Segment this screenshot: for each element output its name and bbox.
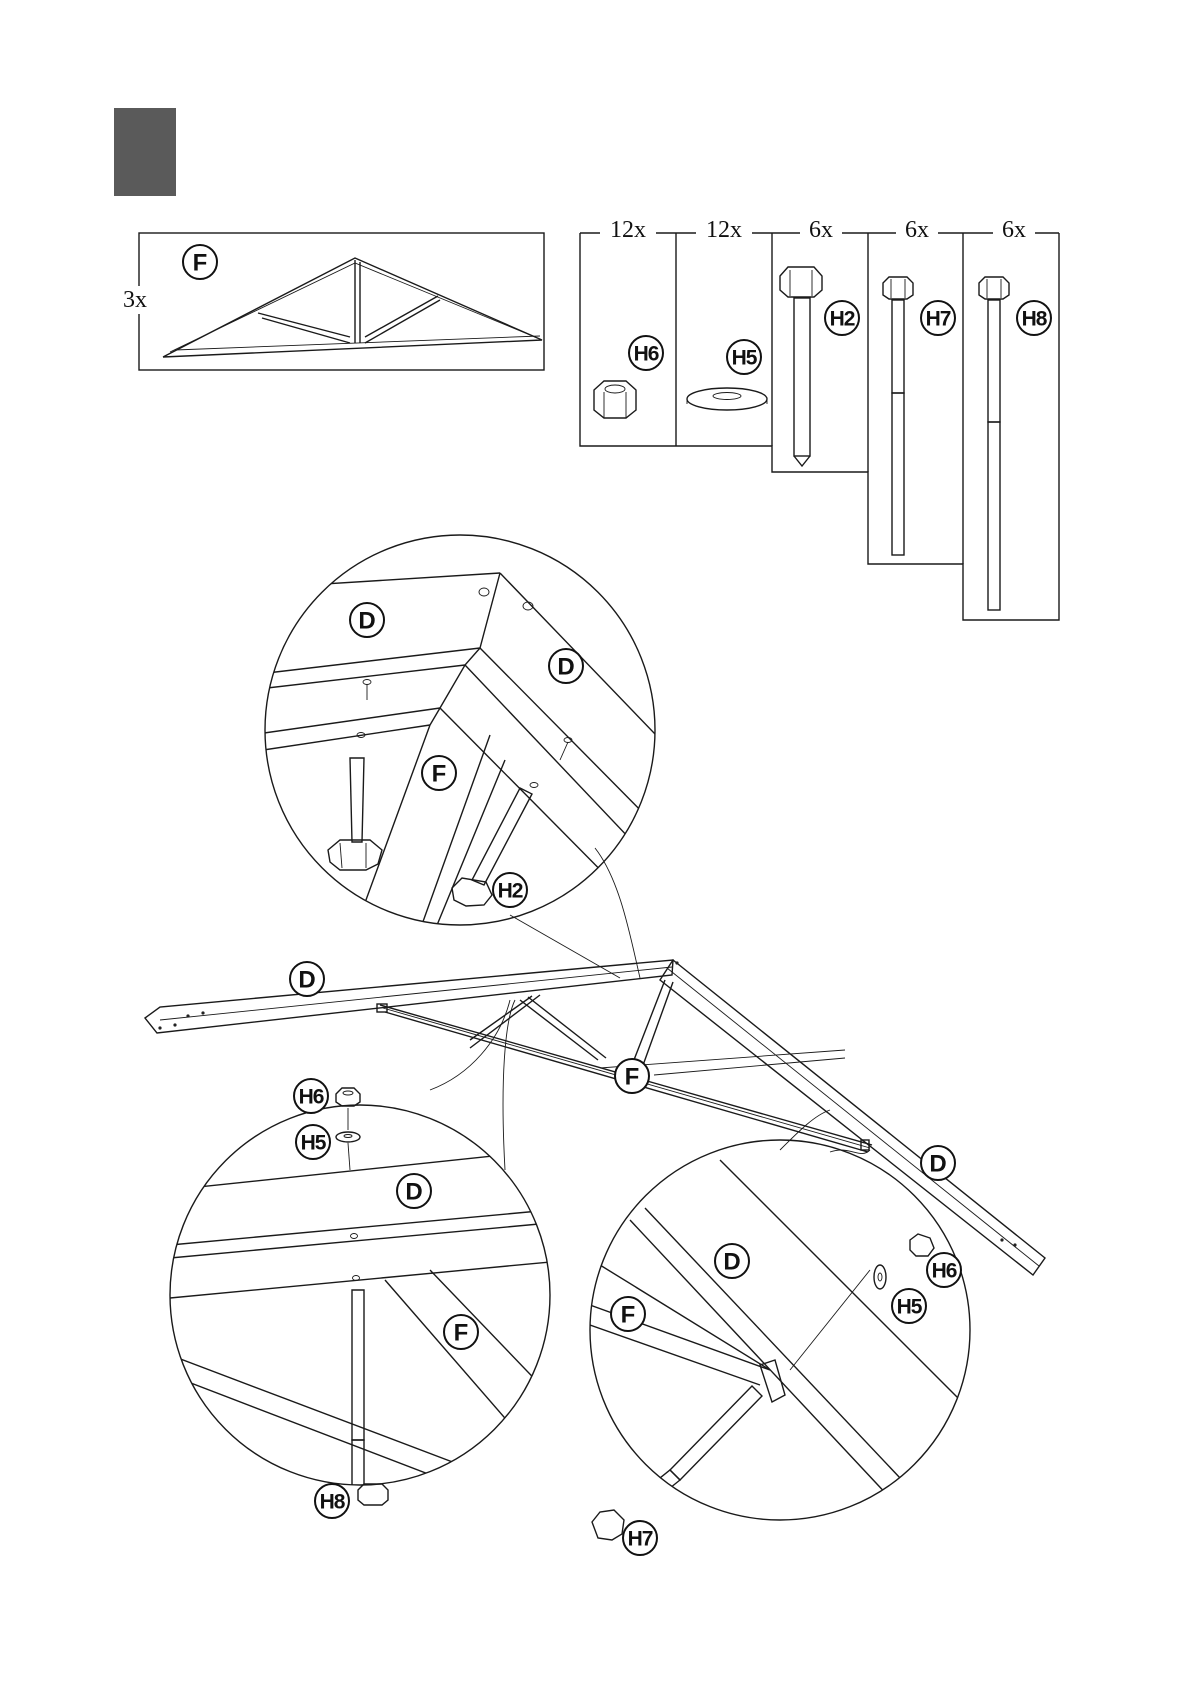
lag-screw-icon <box>780 267 822 466</box>
label-f: F <box>193 250 208 277</box>
label-f-badge: F <box>183 245 217 279</box>
hex-nut-icon <box>358 1484 388 1505</box>
hardware-h2-quantity: 6x <box>809 217 833 243</box>
detail-bottom-left <box>170 1088 550 1505</box>
washer-icon <box>874 1265 886 1289</box>
hardware-h7-quantity: 6x <box>905 217 929 243</box>
main-label-f: F <box>625 1064 640 1091</box>
washer-icon <box>687 388 767 410</box>
detail-br-label-h6: H6 <box>932 1260 957 1283</box>
detail-br-label-f: F <box>621 1302 636 1329</box>
detail-top-label-f: F <box>432 761 447 788</box>
hex-nut-icon <box>336 1088 360 1106</box>
detail-top-label-d1: D <box>358 608 375 635</box>
label-h6: H6 <box>634 343 659 366</box>
detail-bl-label-f: F <box>454 1320 469 1347</box>
part-f-quantity-text: 3x <box>123 287 147 313</box>
hardware-h6-quantity: 12x <box>610 217 646 243</box>
label-h5: H5 <box>732 347 758 370</box>
long-bolt-icon <box>352 1290 364 1490</box>
detail-br-label-d: D <box>723 1249 740 1276</box>
main-label-d-right: D <box>929 1151 946 1178</box>
detail-bottom-right <box>590 1140 980 1540</box>
long-bolt-icon <box>620 1386 762 1520</box>
truss-f-drawing <box>163 258 542 357</box>
detail-br-label-h5: H5 <box>897 1296 923 1319</box>
hardware-h8-quantity: 6x <box>1002 217 1026 243</box>
main-assembly <box>145 960 1045 1275</box>
long-bolt-icon <box>979 277 1009 610</box>
main-label-d-left: D <box>298 967 315 994</box>
label-h7: H7 <box>926 308 951 331</box>
detail-top <box>250 535 680 930</box>
lag-screw-icon <box>328 758 382 870</box>
detail-top-label-h2: H2 <box>498 880 523 903</box>
label-h8: H8 <box>1022 308 1048 331</box>
detail-bl-label-d: D <box>405 1179 422 1206</box>
detail-bl-label-h6: H6 <box>299 1086 324 1109</box>
long-bolt-icon <box>883 277 913 555</box>
detail-bl-label-h8: H8 <box>320 1491 346 1514</box>
step-marker <box>114 108 176 196</box>
detail-br-label-h7: H7 <box>628 1528 653 1551</box>
hardware-h5-quantity: 12x <box>706 217 742 243</box>
part-f-box: 3x 3x F <box>118 233 544 370</box>
label-h2: H2 <box>830 308 855 331</box>
hex-nut-icon <box>592 1510 624 1540</box>
hardware-panel: 12x 12x 6x 6x 6x H6 H5 <box>580 216 1059 620</box>
washer-icon <box>336 1132 360 1142</box>
hex-nut-icon <box>594 381 636 418</box>
detail-bl-label-h5: H5 <box>301 1132 327 1155</box>
detail-top-label-d2: D <box>557 654 574 681</box>
hex-nut-icon <box>910 1234 934 1256</box>
